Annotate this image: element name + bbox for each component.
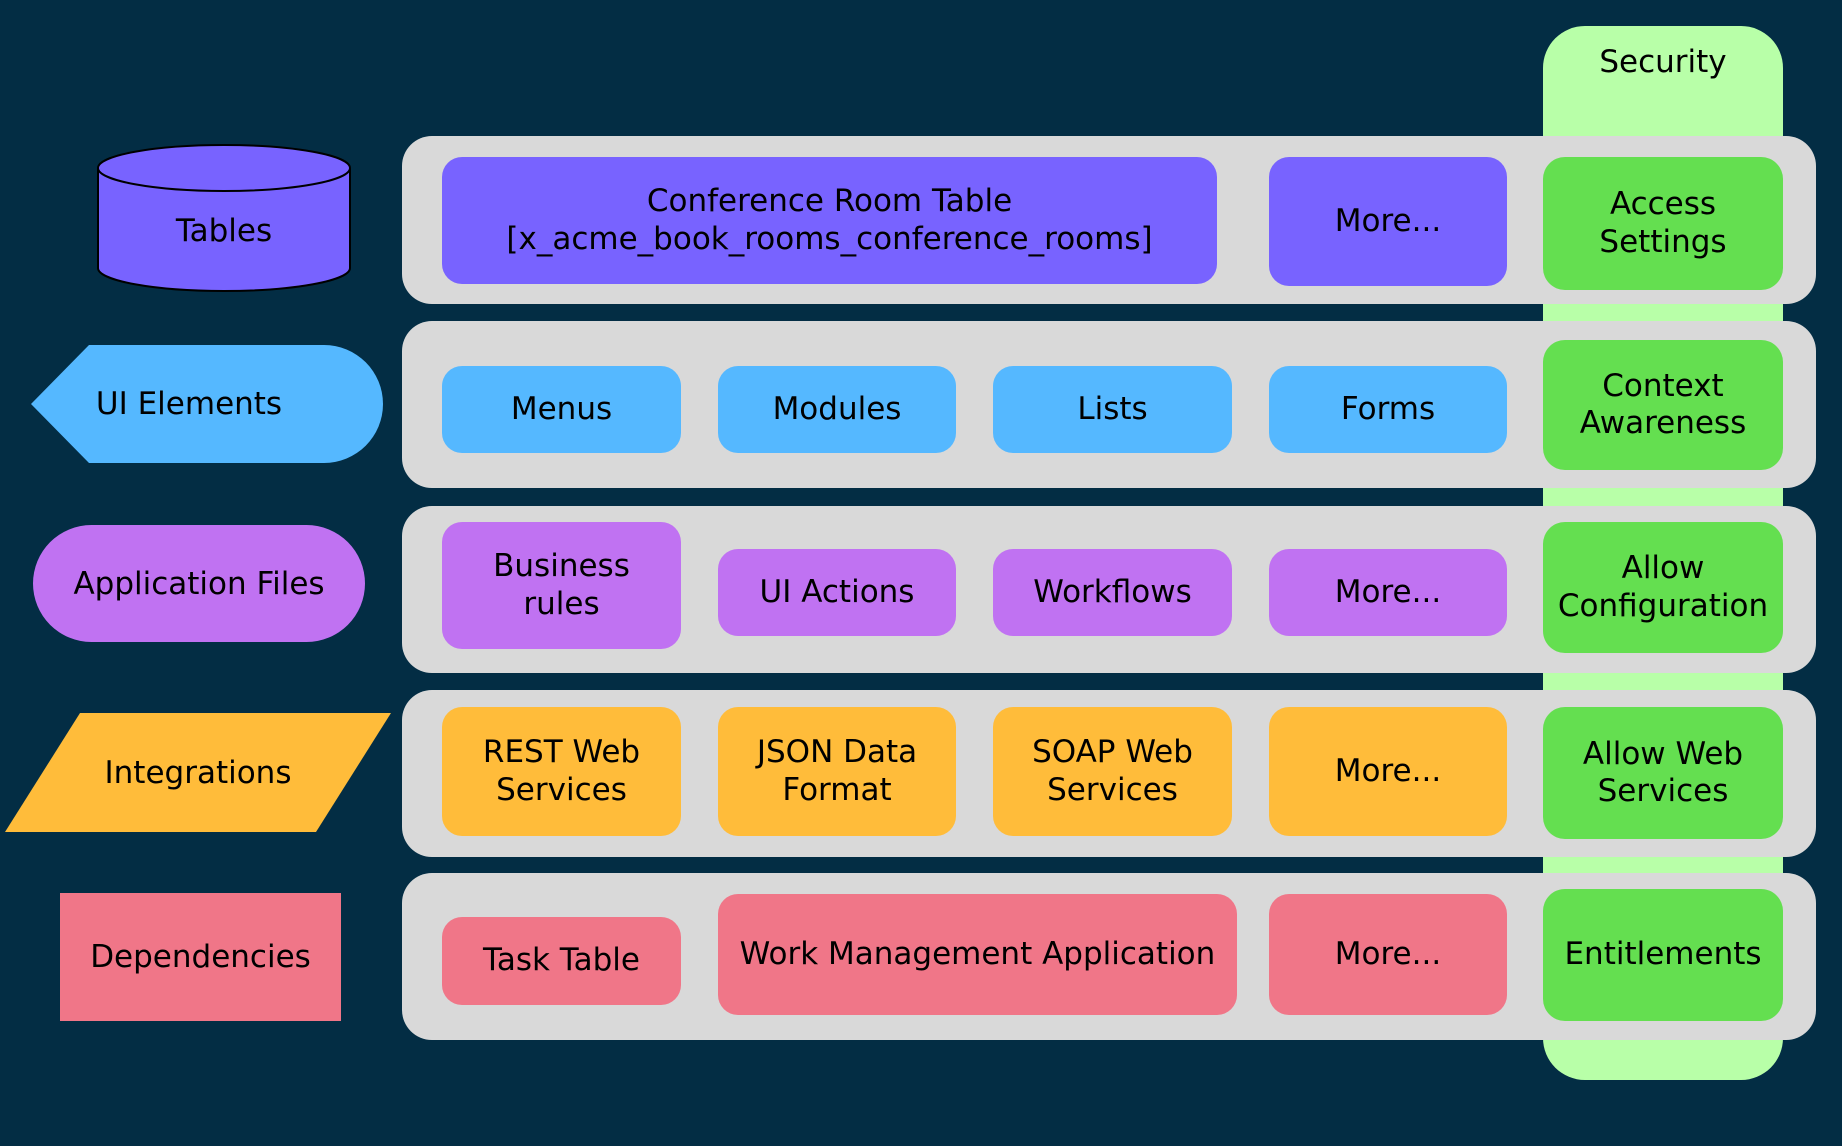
- ui-elements-display-shape: [31, 345, 383, 463]
- rest-web-services: REST Web Services: [442, 707, 681, 836]
- security-context-awareness: Context Awareness: [1543, 340, 1783, 470]
- task-table: Task Table: [442, 917, 681, 1005]
- security-allow-configuration: Allow Configuration: [1543, 522, 1783, 653]
- application-files-more: More...: [1269, 549, 1507, 636]
- ui-menus: Menus: [442, 366, 681, 453]
- integrations-parallelogram-shape: [5, 713, 391, 832]
- ui-forms: Forms: [1269, 366, 1507, 453]
- security-column-title: Security: [1599, 44, 1727, 80]
- workflows: Workflows: [993, 549, 1232, 636]
- tables-more: More...: [1269, 157, 1507, 286]
- security-allow-web-services: Allow Web Services: [1543, 707, 1783, 839]
- work-management-application: Work Management Application: [718, 894, 1237, 1015]
- conference-room-table: Conference Room Table [x_acme_book_rooms…: [442, 157, 1217, 284]
- soap-web-services: SOAP Web Services: [993, 707, 1232, 836]
- json-data-format: JSON Data Format: [718, 707, 956, 836]
- ui-modules: Modules: [718, 366, 956, 453]
- security-access-settings: Access Settings: [1543, 157, 1783, 290]
- integrations-label: Integrations: [104, 754, 292, 791]
- tables-label: Tables: [175, 213, 273, 249]
- ui-elements-label: UI Elements: [95, 386, 283, 422]
- integrations-more: More...: [1269, 707, 1507, 836]
- dependencies-more: More...: [1269, 894, 1507, 1015]
- ui-actions: UI Actions: [718, 549, 956, 636]
- security-entitlements: Entitlements: [1543, 889, 1783, 1021]
- tables-cylinder-shape: [97, 144, 351, 292]
- business-rules: Business rules: [442, 522, 681, 649]
- application-files-label: Application Files: [33, 525, 365, 642]
- dependencies-label: Dependencies: [60, 893, 341, 1021]
- ui-lists: Lists: [993, 366, 1232, 453]
